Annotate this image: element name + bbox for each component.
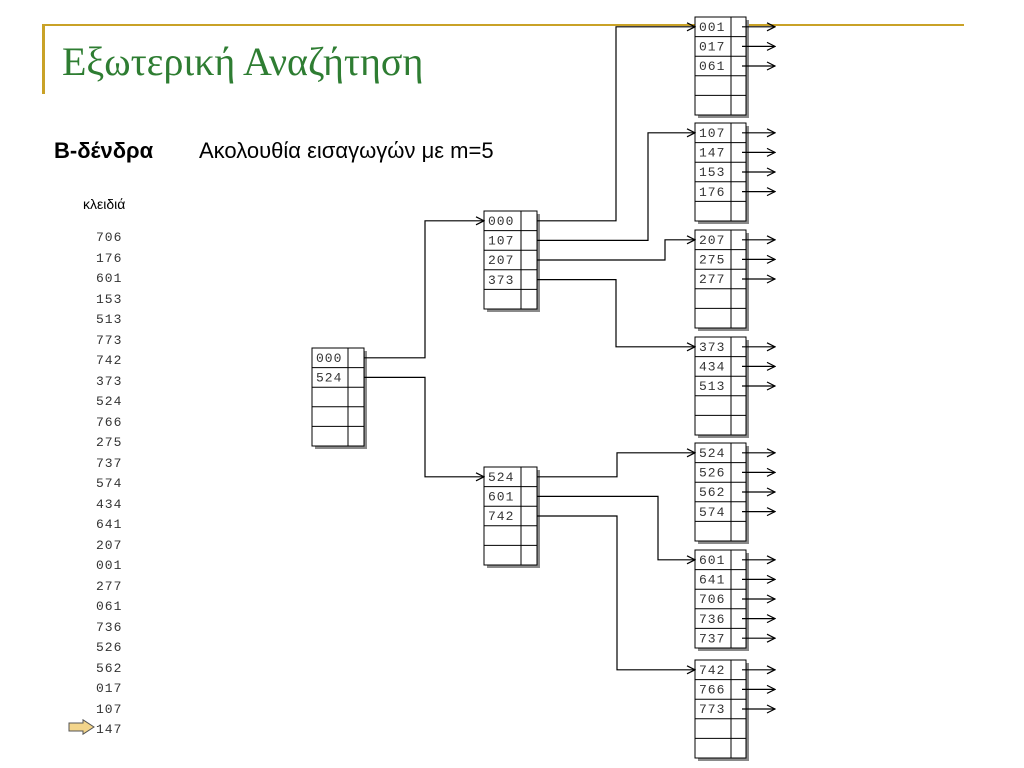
node-key: 434 xyxy=(699,360,725,375)
key-item: 526 xyxy=(96,640,123,655)
key-item: 207 xyxy=(96,537,123,553)
node-key: 000 xyxy=(316,351,342,366)
node-key: 001 xyxy=(699,20,725,35)
current-key-pointer-icon xyxy=(68,719,95,735)
node-key: 107 xyxy=(699,126,725,141)
node-key: 526 xyxy=(699,466,725,481)
node-key: 207 xyxy=(488,253,514,268)
node-key: 737 xyxy=(699,631,725,646)
node-key: 277 xyxy=(699,272,725,287)
key-item: 107 xyxy=(96,701,123,717)
node-key: 766 xyxy=(699,683,725,698)
node-key: 275 xyxy=(699,253,725,268)
node-key: 601 xyxy=(488,490,514,505)
node-key: 574 xyxy=(699,505,725,520)
key-item: 773 xyxy=(96,332,123,348)
key-item: 742 xyxy=(96,353,123,368)
leaf-node: 524 526 562 574 xyxy=(694,442,749,544)
leaf-node: 373 434 513 xyxy=(694,336,749,438)
node-pointer-line xyxy=(537,495,695,559)
key-item: 513 xyxy=(96,312,123,327)
leaf-node: 207 275 277 xyxy=(694,229,749,331)
key-sequence-list: 706 176 601 153 513 773 742 373 524 766 275 737 574 4… xyxy=(96,228,122,741)
page-title: Εξωτερική Αναζήτηση xyxy=(62,39,424,84)
key-item: 574 xyxy=(96,476,123,491)
key-item: 737 xyxy=(96,455,123,471)
key-item: 061 xyxy=(96,599,123,614)
node-key: 153 xyxy=(699,165,725,180)
leaf-node: 742 766 773 xyxy=(694,659,749,761)
node-key: 641 xyxy=(699,573,725,588)
node-key: 061 xyxy=(699,59,725,74)
keys-title: κλειδιά xyxy=(83,196,126,212)
node-key: 207 xyxy=(699,233,725,248)
leaf-node: 001 017 061 xyxy=(694,16,749,118)
node-pointer-line xyxy=(537,240,695,261)
key-item: 706 xyxy=(96,230,123,245)
key-item: 275 xyxy=(96,435,123,450)
node-key: 562 xyxy=(699,485,725,500)
section-subtitle: Ακολουθία εισαγωγών με m=5 xyxy=(199,138,494,163)
node-key: 147 xyxy=(699,146,725,161)
leaf-node: 601 641 706 736 737 xyxy=(694,549,749,651)
node-key: 773 xyxy=(699,702,725,717)
key-item: 524 xyxy=(96,394,123,409)
node-pointer-line xyxy=(364,221,484,359)
node-pointer-line xyxy=(364,376,484,476)
node-pointer-line xyxy=(537,453,695,478)
section-heading: Β-δένδρα xyxy=(54,138,154,163)
key-item: 766 xyxy=(96,414,123,430)
node-key: 513 xyxy=(699,379,725,394)
node-key: 706 xyxy=(699,592,725,607)
key-item: 001 xyxy=(96,558,123,573)
node-key: 742 xyxy=(488,509,514,524)
node-key: 176 xyxy=(699,185,725,200)
node-key: 524 xyxy=(488,470,514,485)
node-key: 107 xyxy=(488,234,514,249)
key-item: 017 xyxy=(96,681,123,696)
node-key: 601 xyxy=(699,553,725,568)
key-item: 601 xyxy=(96,271,123,286)
node-pointer-line xyxy=(537,515,695,670)
key-item: 153 xyxy=(96,291,123,307)
title-underline xyxy=(42,24,964,26)
node-key: 017 xyxy=(699,40,725,55)
key-item: 641 xyxy=(96,517,123,532)
key-item: 434 xyxy=(96,496,123,512)
node-key: 736 xyxy=(699,612,725,627)
node-key: 373 xyxy=(699,340,725,355)
node-key: 373 xyxy=(488,273,514,288)
node-key: 524 xyxy=(699,446,725,461)
key-item: 176 xyxy=(96,250,123,266)
key-item: 277 xyxy=(96,578,123,594)
node-pointer-line xyxy=(537,133,695,241)
internal-node: 524 601 742 xyxy=(483,466,540,568)
key-item: 562 xyxy=(96,660,123,676)
leaf-node: 107 147 153 176 xyxy=(694,122,749,224)
internal-node: 000 107 207 373 xyxy=(483,210,540,312)
node-pointer-line xyxy=(537,279,695,347)
key-item: 147 xyxy=(96,722,123,737)
node-pointer-line xyxy=(537,27,695,222)
node-key: 524 xyxy=(316,371,342,386)
node-key: 000 xyxy=(488,214,514,229)
key-item: 373 xyxy=(96,373,123,389)
node-key: 742 xyxy=(699,663,725,678)
key-item: 736 xyxy=(96,619,123,635)
title-accent-bar xyxy=(42,26,45,94)
